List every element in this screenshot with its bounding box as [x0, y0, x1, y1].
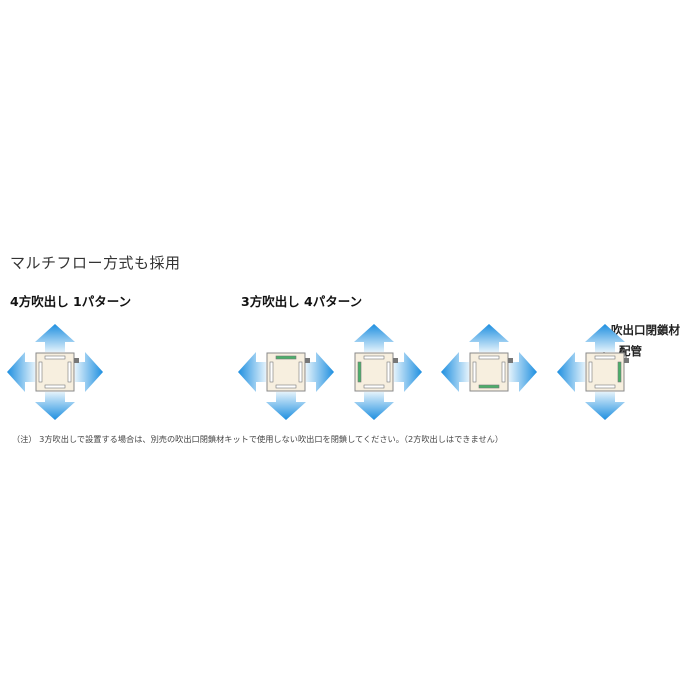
airflow-arrow-bottom: [35, 392, 75, 420]
vent-top: [594, 355, 616, 360]
airflow-arrow-left: [238, 352, 266, 392]
three-way-heading: 3方吹出し 4パターン: [241, 294, 363, 309]
piping-callout: 配管: [619, 344, 642, 358]
vent-right: [67, 361, 72, 383]
airflow-arrow-left: [557, 352, 585, 392]
unit-diagram-four-way: [5, 322, 105, 422]
unit-panel: [266, 352, 306, 392]
vent-right: [501, 361, 506, 383]
unit-panel: [469, 352, 509, 392]
diagram-title: マルチフロー方式も採用: [10, 254, 181, 272]
vent-bottom: [44, 384, 66, 389]
vent-bottom: [363, 384, 385, 389]
airflow-arrow-left: [7, 352, 35, 392]
airflow-arrow-top: [35, 324, 75, 352]
unit-diagram-three-way-1: [236, 322, 336, 422]
vent-right: [386, 361, 391, 383]
airflow-arrow-right: [306, 352, 334, 392]
vent-left: [269, 361, 274, 383]
airflow-arrow-bottom: [585, 392, 625, 420]
airflow-arrow-left: [441, 352, 469, 392]
vent-top: [478, 355, 500, 360]
unit-diagram-three-way-4: [555, 322, 655, 422]
airflow-arrow-top: [469, 324, 509, 352]
vent-right: [298, 361, 303, 383]
airflow-arrow-right: [75, 352, 103, 392]
vent-left: [38, 361, 43, 383]
vent-left: [472, 361, 477, 383]
pipe-connector: [393, 358, 398, 363]
vent-top: [363, 355, 385, 360]
unit-diagram-three-way-2: [324, 322, 424, 422]
unit-panel: [585, 352, 625, 392]
airflow-arrow-right: [509, 352, 537, 392]
pipe-connector: [508, 358, 513, 363]
pipe-connector: [74, 358, 79, 363]
pipe-connector: [305, 358, 310, 363]
pipe-connector: [624, 358, 629, 363]
installation-note: （注） 3方吹出しで設置する場合は、別売の吹出口閉鎖材キットで使用しない吹出口を…: [12, 434, 504, 444]
closed-vent-right: [617, 361, 622, 383]
airflow-arrow-bottom: [266, 392, 306, 420]
vent-left: [588, 361, 593, 383]
closing-material-callout: 吹出口閉鎖材: [611, 323, 680, 337]
airflow-arrow-top: [354, 324, 394, 352]
closed-vent-bottom: [478, 384, 500, 389]
closed-vent-top: [275, 355, 297, 360]
closed-vent-left: [357, 361, 362, 383]
unit-diagram-three-way-3: [439, 322, 539, 422]
vent-bottom: [594, 384, 616, 389]
four-way-heading: 4方吹出し 1パターン: [10, 294, 132, 309]
vent-top: [44, 355, 66, 360]
airflow-arrow-right: [394, 352, 422, 392]
unit-panel: [354, 352, 394, 392]
airflow-arrow-top: [585, 324, 625, 352]
unit-panel: [35, 352, 75, 392]
vent-bottom: [275, 384, 297, 389]
airflow-arrow-bottom: [354, 392, 394, 420]
